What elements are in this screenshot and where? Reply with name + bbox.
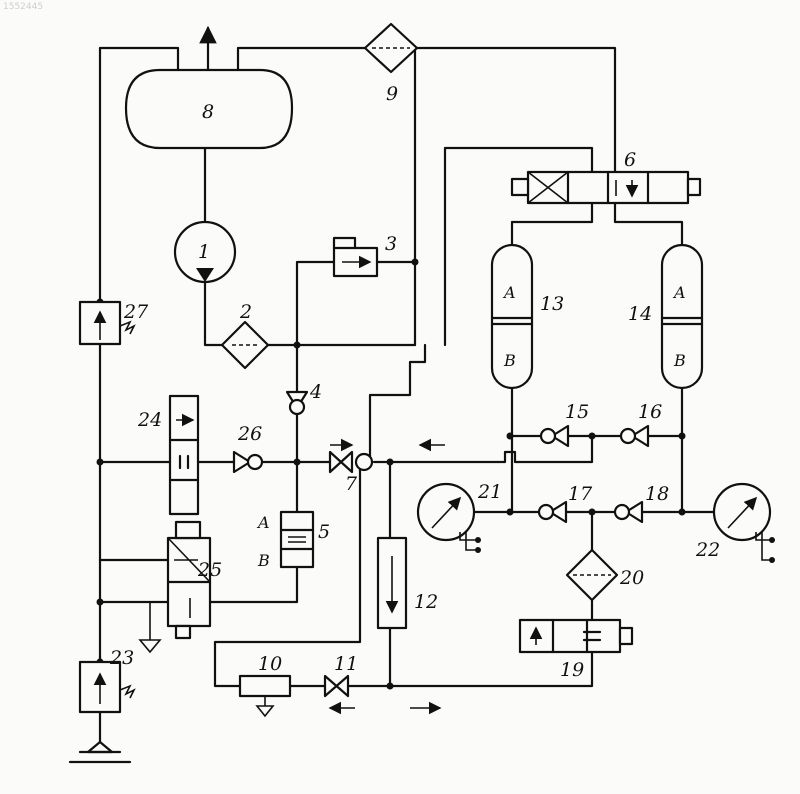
tank-8 — [126, 28, 292, 148]
label-1: 1 — [198, 241, 210, 263]
label-20: 20 — [619, 567, 644, 589]
valve-24 — [170, 396, 198, 514]
valve-25 — [140, 522, 210, 652]
label-26: 26 — [237, 423, 262, 445]
label-12: 12 — [414, 591, 438, 613]
label-16: 16 — [638, 401, 662, 423]
label-27: 27 — [123, 301, 149, 323]
check-valve-4 — [287, 392, 307, 414]
corner-id: 1552445 — [3, 2, 43, 12]
filter-9 — [365, 24, 417, 72]
label-15: 15 — [565, 401, 589, 423]
source-symbol — [70, 742, 130, 762]
valve-19 — [520, 620, 632, 652]
valve-10 — [240, 676, 290, 716]
label-6: 6 — [624, 149, 636, 171]
check-valve-17 — [539, 502, 566, 522]
acc13-port-b: B — [503, 351, 516, 370]
pressure-gauge-21 — [418, 484, 481, 553]
label-5: 5 — [318, 521, 330, 543]
label-21: 21 — [477, 481, 502, 503]
check-valve-16 — [621, 426, 648, 446]
label-22: 22 — [695, 539, 720, 561]
label-4: 4 — [309, 381, 322, 403]
label-2: 2 — [239, 301, 252, 323]
label-18: 18 — [645, 483, 669, 505]
acc14-port-b: B — [673, 351, 686, 370]
check-valve-18 — [615, 502, 642, 522]
label-19: 19 — [560, 659, 584, 681]
label-7: 7 — [345, 473, 358, 495]
valve5-port-a: A — [256, 513, 270, 532]
label-17: 17 — [568, 483, 593, 505]
label-25: 25 — [197, 559, 222, 581]
label-23: 23 — [109, 647, 134, 669]
check-valve-15 — [541, 426, 568, 446]
label-9: 9 — [386, 83, 398, 105]
acc13-port-a: A — [502, 283, 516, 302]
label-24: 24 — [137, 409, 162, 431]
label-14: 14 — [628, 303, 652, 325]
check-valve-26 — [234, 452, 262, 472]
label-11: 11 — [334, 653, 358, 675]
throttle-11 — [325, 676, 348, 696]
directional-valve-6 — [512, 172, 700, 203]
label-3: 3 — [385, 233, 397, 255]
valve5-port-b: B — [257, 551, 270, 570]
label-13: 13 — [540, 293, 564, 315]
label-8: 8 — [202, 101, 214, 123]
relief-valve-3 — [334, 238, 377, 276]
relief-valve-23 — [80, 662, 134, 712]
acc14-port-a: A — [672, 283, 686, 302]
filter-2 — [222, 322, 268, 368]
filter-20 — [567, 550, 617, 600]
throttle-7 — [330, 452, 372, 472]
throttle-12 — [378, 538, 406, 628]
pressure-gauge-22 — [714, 484, 775, 563]
label-10: 10 — [258, 653, 282, 675]
valve-5 — [281, 512, 313, 567]
